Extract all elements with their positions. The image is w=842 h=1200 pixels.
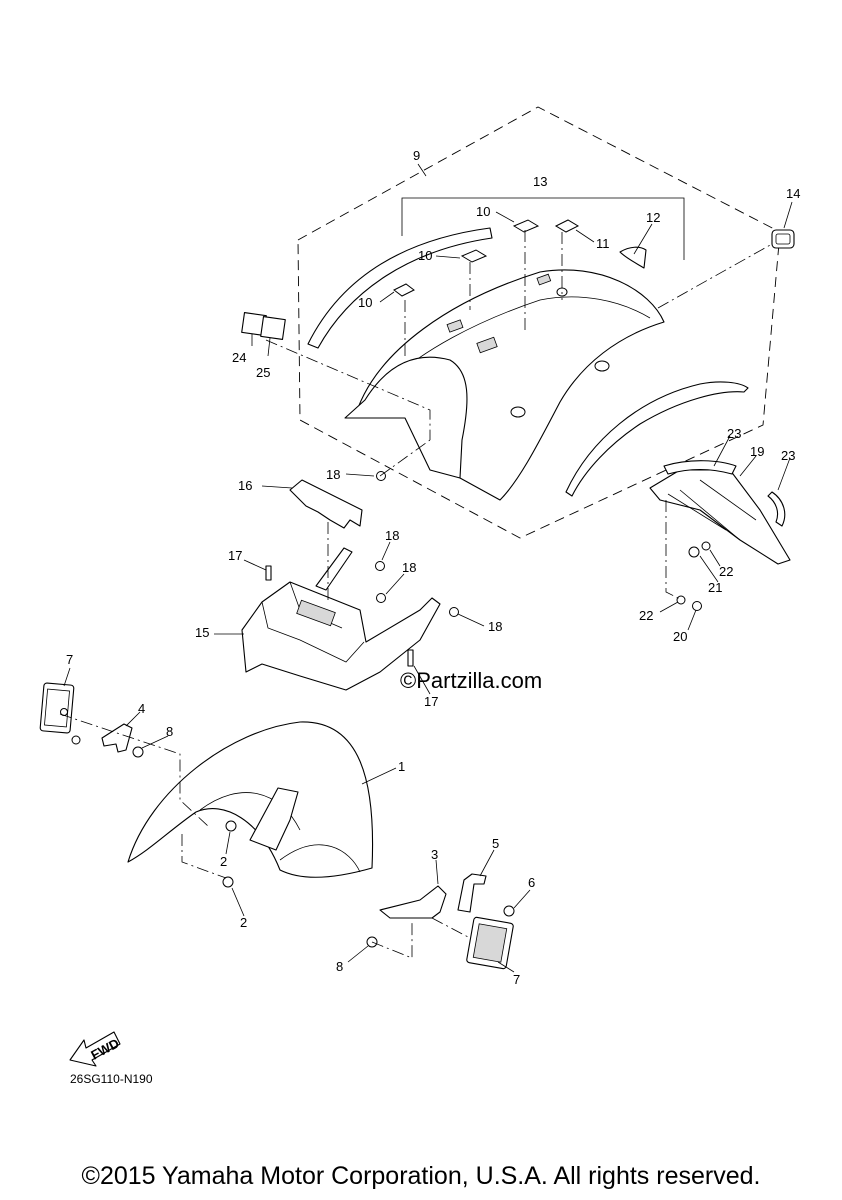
diagram-code: 26SG110-N190 [70, 1072, 153, 1086]
callout-13: 13 [533, 174, 547, 189]
callout-19: 19 [750, 444, 764, 459]
callout-21: 21 [708, 580, 722, 595]
part-8-nut [132, 746, 144, 758]
part-6-bolt [503, 905, 515, 917]
assembly-boundary [297, 106, 781, 539]
callout-16: 16 [238, 478, 252, 493]
side-molding-left [307, 227, 493, 349]
callout-7: 7 [66, 652, 73, 667]
callout-15: 15 [195, 625, 209, 640]
leader-lines [63, 163, 793, 973]
emblem-11 [554, 219, 580, 233]
part-20-bolt [692, 601, 702, 611]
callout-22: 22 [719, 564, 733, 579]
callout-24: 24 [232, 350, 246, 365]
part-4-stay [101, 723, 133, 753]
fender-hole [594, 360, 610, 372]
callout-10: 10 [358, 295, 372, 310]
copyright-circle-icon: © [400, 668, 417, 693]
callout-23: 23 [781, 448, 795, 463]
callout-7: 7 [513, 972, 520, 987]
rear-fender [344, 269, 665, 501]
callout-2: 2 [240, 915, 247, 930]
part-18-nut [375, 561, 385, 571]
front-fender [127, 721, 374, 878]
callout-18: 18 [402, 560, 416, 575]
callout-18: 18 [326, 467, 340, 482]
assembly-line [59, 713, 209, 827]
part-22-washer [676, 595, 686, 605]
emblem-10a [393, 283, 415, 297]
callout-20: 20 [673, 629, 687, 644]
part-15-mudguard [241, 547, 441, 691]
fwd-arrow: FWD [69, 1031, 122, 1067]
assembly-line [265, 339, 431, 440]
part-22-washer [701, 541, 711, 551]
callout-1: 1 [398, 759, 405, 774]
part-23-strip [767, 491, 786, 527]
bracket-13 [401, 197, 685, 260]
side-molding-right [565, 381, 749, 497]
assembly-line [657, 243, 773, 309]
emblem-12 [619, 246, 647, 269]
callout-14: 14 [786, 186, 800, 201]
callout-8: 8 [336, 959, 343, 974]
part-18-nut [376, 593, 386, 603]
callout-10: 10 [418, 248, 432, 263]
callout-2: 2 [220, 854, 227, 869]
part-19-bracket [649, 469, 791, 565]
callout-22: 22 [639, 608, 653, 623]
part-17-pin [407, 649, 414, 667]
assembly-line [665, 500, 683, 601]
callout-5: 5 [492, 836, 499, 851]
watermark-text: Partzilla.com [416, 668, 543, 693]
assembly-line [371, 920, 413, 959]
part-18-nut [449, 607, 459, 617]
callout-8: 8 [166, 724, 173, 739]
watermark: ©Partzilla.com [400, 668, 542, 694]
callout-23: 23 [727, 426, 741, 441]
part-2-bolt [222, 876, 234, 888]
assembly-line [431, 917, 471, 939]
part-21-nut [688, 546, 700, 558]
part-14-grommet [771, 229, 795, 249]
callout-6: 6 [528, 875, 535, 890]
callout-25: 25 [256, 365, 270, 380]
callout-3: 3 [431, 847, 438, 862]
part-16-plate [289, 479, 363, 529]
part-3-stay [379, 885, 447, 919]
part-bolt [71, 735, 81, 745]
part-23-strip [663, 460, 737, 475]
callout-12: 12 [646, 210, 660, 225]
part-5-clip [457, 873, 487, 913]
fender-hole [510, 406, 526, 418]
callout-17: 17 [228, 548, 242, 563]
part-2-bolt [225, 820, 237, 832]
callout-4: 4 [138, 701, 145, 716]
part-25-pad [260, 316, 286, 340]
callout-18: 18 [488, 619, 502, 634]
assembly-line [379, 439, 431, 477]
callout-10: 10 [476, 204, 490, 219]
assembly-line [181, 834, 227, 879]
part-7-reflector [39, 682, 75, 734]
callout-11: 11 [596, 236, 610, 251]
callouts: 9 13 10 11 12 10 10 14 24 25 18 16 17 18… [66, 148, 800, 987]
emblem-10b [460, 249, 488, 263]
callout-18: 18 [385, 528, 399, 543]
emblem-10c [512, 219, 540, 233]
copyright-notice: ©2015 Yamaha Motor Corporation, U.S.A. A… [81, 1162, 761, 1190]
callout-17: 17 [424, 694, 438, 709]
fwd-label: FWD [88, 1035, 121, 1062]
callout-9: 9 [413, 148, 420, 163]
part-17-pin [265, 565, 272, 581]
